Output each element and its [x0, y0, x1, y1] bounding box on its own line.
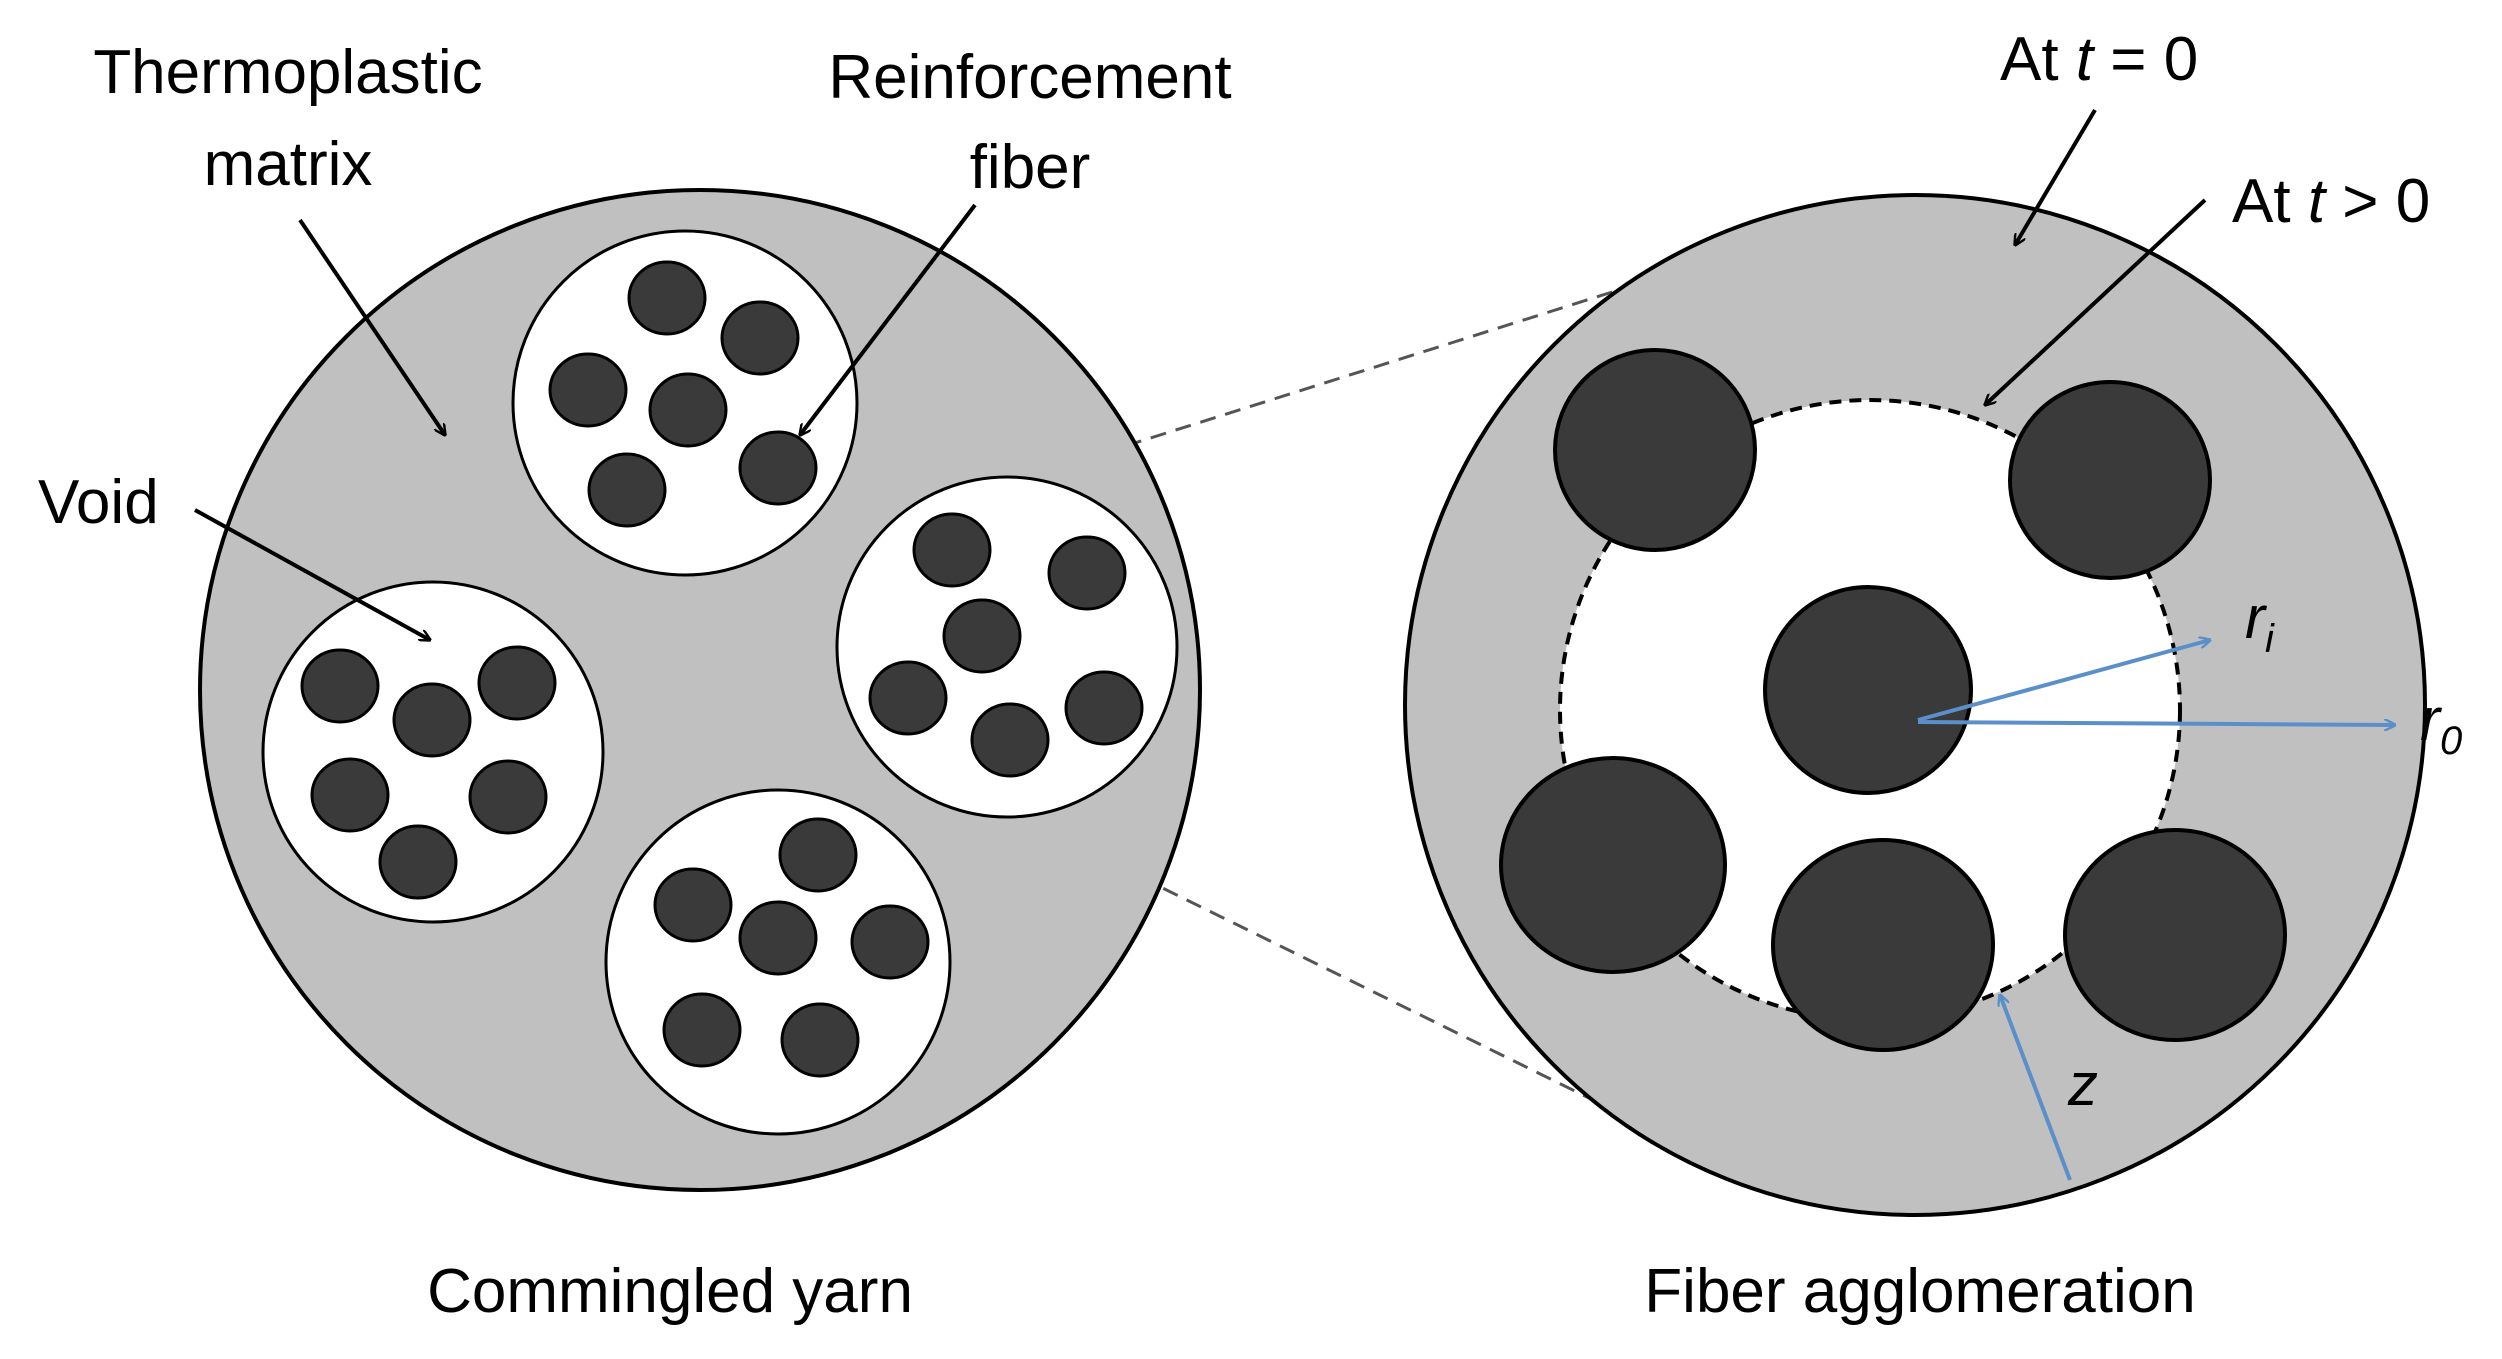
reinforcement-fiber [653, 867, 733, 943]
fiber-bundle-bottom [604, 788, 952, 1136]
reinforcement-fiber-arrow [800, 203, 977, 435]
reinforcement-fiber [780, 1002, 860, 1078]
reinforcement-fiber [648, 372, 728, 448]
ri-radius-arrow [1917, 640, 2210, 722]
reinforcement-fiber [477, 645, 557, 721]
reinforcement-fiber [310, 757, 390, 833]
reinforcement-fiber [720, 300, 800, 376]
reinforcement-fiber [587, 452, 667, 528]
reinforcement-fiber [738, 430, 818, 506]
reinforcement-fiber [2063, 828, 2287, 1042]
fiber-agglomeration-cross-section [1403, 193, 2427, 1217]
reinforcement-fiber [912, 512, 992, 588]
reinforcement-fiber [2008, 380, 2212, 580]
fiber-bundle-left [261, 580, 605, 924]
reinforcement-fiber [1553, 348, 1757, 552]
matrix-label: matrix [204, 130, 373, 199]
reinforcement-fiber [1771, 838, 1995, 1052]
zoom-line-bottom [999, 806, 1651, 1130]
caption-fiber-agglomeration: Fiber agglomeration [1644, 1257, 2195, 1326]
thermoplastic-label: Thermoplastic [93, 38, 482, 107]
void-arrow [194, 508, 430, 640]
at-tgt0-arrow [1985, 198, 2207, 405]
reinforcement-fiber [850, 904, 930, 980]
reinforcement-fiber [378, 824, 458, 900]
z-thickness-arrow [2000, 995, 2072, 1181]
reinforcement-fiber [468, 759, 548, 835]
ro-label: r0 [2420, 686, 2462, 763]
z-label: z [2067, 1051, 2098, 1118]
fiber-bundle-top [511, 229, 859, 577]
caption-commingled-yarn: Commingled yarn [427, 1257, 913, 1326]
reinforcement-fiber [392, 682, 472, 758]
reinforcement-label: Reinforcement [828, 43, 1231, 112]
at-t0-arrow [2015, 108, 2097, 245]
at-t0-label: At t = 0 [2000, 25, 2198, 94]
reinforcement-fiber [1499, 756, 1727, 974]
ro-radius-arrow [1917, 722, 2395, 725]
reinforcement-fiber [1064, 670, 1144, 746]
fiber-bundle-right [835, 475, 1179, 819]
reinforcement-fiber [970, 702, 1050, 778]
reinforcement-fiber [627, 260, 707, 336]
reinforcement-fiber [1047, 535, 1127, 611]
void-label: Void [38, 468, 159, 537]
reinforcement-fiber [548, 352, 628, 428]
reinforcement-fiber [942, 598, 1022, 674]
ri-label: ri [2245, 584, 2275, 661]
reinforcement-fiber [778, 817, 858, 893]
at-tgt0-label: At t > 0 [2232, 167, 2430, 236]
commingled-yarn-cross-section [198, 188, 1202, 1192]
fiber-label: fiber [970, 133, 1091, 202]
reinforcement-fiber [738, 900, 818, 976]
reinforcement-fiber [662, 992, 742, 1068]
reinforcement-fiber [868, 660, 948, 736]
reinforcement-fiber [300, 648, 380, 724]
reinforcement-fiber [1763, 585, 1973, 795]
thermoplastic-matrix-arrow [298, 218, 445, 435]
